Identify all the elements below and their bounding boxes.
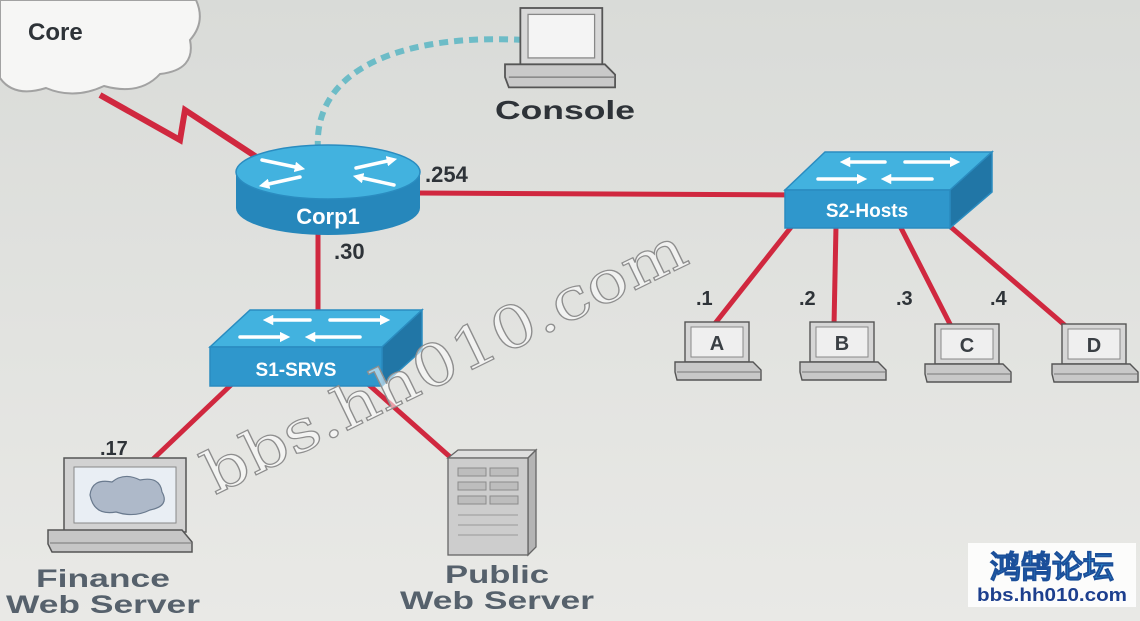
host-a-ip: .1 [696, 288, 713, 310]
link-s2-a [711, 224, 794, 328]
s2-hosts-switch-icon: S2-Hosts [783, 150, 994, 230]
corp1-label: Corp1 [296, 204, 360, 229]
link-corp1-s2 [417, 190, 801, 198]
s1-srvs-switch-icon: S1-SRVS [208, 308, 424, 388]
logo-url: bbs.hh010.com [977, 585, 1127, 605]
core-label: Core [28, 19, 83, 46]
link-s1-public [366, 382, 460, 466]
site-logo: 鸿鹄论坛 bbs.hh010.com [968, 543, 1136, 607]
host-c-ip: .3 [896, 288, 913, 310]
link-s1-finance [148, 382, 234, 464]
link-s2-b [831, 225, 839, 327]
host-d-pc-icon [1051, 323, 1139, 383]
finance-server-ip: .17 [100, 438, 128, 460]
corp1-router-icon: Corp1 [235, 144, 421, 235]
finance-server-label-line1: Finance [36, 565, 170, 593]
host-b-pc-icon [799, 321, 887, 381]
public-server-label-line1: Public [445, 561, 549, 589]
serial-link-core-corp1 [98, 92, 260, 161]
host-d-ip: .4 [990, 288, 1008, 310]
corp1-ip-s1: .30 [334, 239, 365, 264]
host-c-pc-icon [924, 323, 1012, 383]
finance-server-icon [47, 457, 193, 553]
core-cloud: Core [0, 0, 201, 95]
s1-srvs-label: S1-SRVS [256, 360, 337, 381]
host-a-label: A [710, 333, 724, 355]
host-b-label: B [835, 333, 849, 355]
host-b-ip: .2 [799, 288, 816, 310]
public-server-label-line2: Web Server [400, 587, 594, 615]
host-d-label: D [1087, 335, 1101, 357]
corp1-ip-s2: .254 [425, 162, 469, 187]
link-s2-d [943, 220, 1070, 330]
host-c-label: C [960, 335, 974, 357]
s2-hosts-label: S2-Hosts [826, 201, 908, 222]
host-a-pc-icon [674, 321, 762, 381]
public-server-icon [446, 448, 538, 557]
console-link [314, 36, 525, 151]
console-pc-icon [504, 7, 616, 89]
console-label: Console [495, 95, 635, 125]
logo-title: 鸿鹄论坛 [990, 550, 1114, 586]
finance-server-label-line2: Web Server [6, 591, 200, 619]
link-s2-c [897, 224, 955, 330]
